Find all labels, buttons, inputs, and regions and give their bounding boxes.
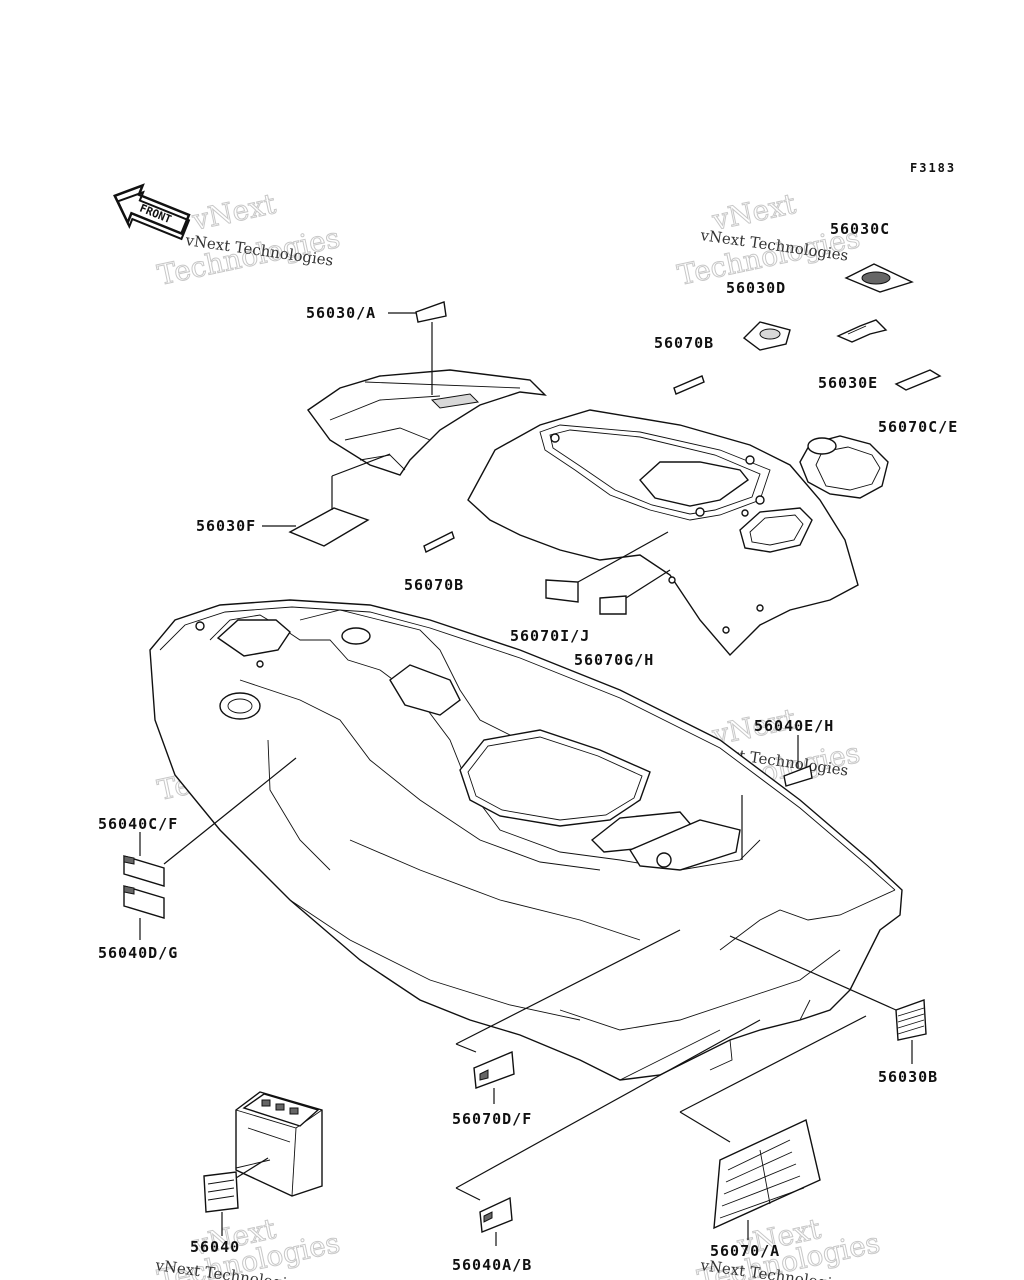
decal-56030a xyxy=(388,301,447,395)
label-56030d: 56030D xyxy=(726,279,786,297)
label-56030e: 56030E xyxy=(818,374,878,392)
label-56070ij: 56070I/J xyxy=(510,627,590,645)
gauge-cover-part xyxy=(799,435,889,499)
decal-56070b-top xyxy=(673,375,705,395)
label-56040cf: 56040C/F xyxy=(98,815,178,833)
decal-56070df xyxy=(455,929,681,1104)
label-56070a: 56070/A xyxy=(710,1242,780,1260)
decal-56030e xyxy=(836,319,888,343)
hull-part xyxy=(149,599,903,1081)
decal-56040ab xyxy=(455,1019,761,1246)
decal-56070b-mid xyxy=(423,531,455,553)
label-56070ce: 56070C/E xyxy=(878,418,958,436)
label-56030a: 56030/A xyxy=(306,304,376,322)
label-56070b-mid: 56070B xyxy=(404,576,464,594)
watermark-top-left: vNext Technologies vNext Technologies xyxy=(154,186,343,292)
label-56040eh: 56040E/H xyxy=(754,717,834,735)
decal-56070a xyxy=(679,1015,867,1240)
label-56030f: 56030F xyxy=(196,517,256,535)
battery-part xyxy=(235,1091,323,1197)
decal-56040eh xyxy=(741,735,813,860)
label-56070gh: 56070G/H xyxy=(574,651,654,669)
decal-56030b xyxy=(729,935,927,1064)
label-56070b-top: 56070B xyxy=(654,334,714,352)
decal-56030c xyxy=(844,263,914,293)
label-56070df: 56070D/F xyxy=(452,1110,532,1128)
front-arrow-icon: FRONT xyxy=(113,183,191,241)
label-56040dg: 56040D/G xyxy=(98,944,178,962)
label-56040ab: 56040A/B xyxy=(452,1256,532,1274)
decal-56070ce xyxy=(894,369,942,391)
decal-56070gh xyxy=(599,569,671,615)
svg-text:vNext: vNext xyxy=(189,187,280,237)
decal-56070ij xyxy=(545,531,669,603)
figure-id: F3183 xyxy=(910,161,956,175)
decal-56030d xyxy=(742,321,791,351)
decal-56040 xyxy=(203,1157,269,1236)
decal-56030f xyxy=(262,453,391,547)
label-56030b: 56030B xyxy=(878,1068,938,1086)
decal-56040dg xyxy=(123,885,165,940)
label-56040: 56040 xyxy=(190,1238,240,1256)
decal-56040cf xyxy=(123,757,297,887)
handle-pole-part xyxy=(467,409,859,657)
seat-part xyxy=(307,369,547,476)
watermark-top-right: vNext Technologies vNext Technologies xyxy=(674,186,863,292)
label-56030c: 56030C xyxy=(830,220,890,238)
watermark-bottom-left: vNext Technologies vNext Technologies xyxy=(153,1211,343,1280)
